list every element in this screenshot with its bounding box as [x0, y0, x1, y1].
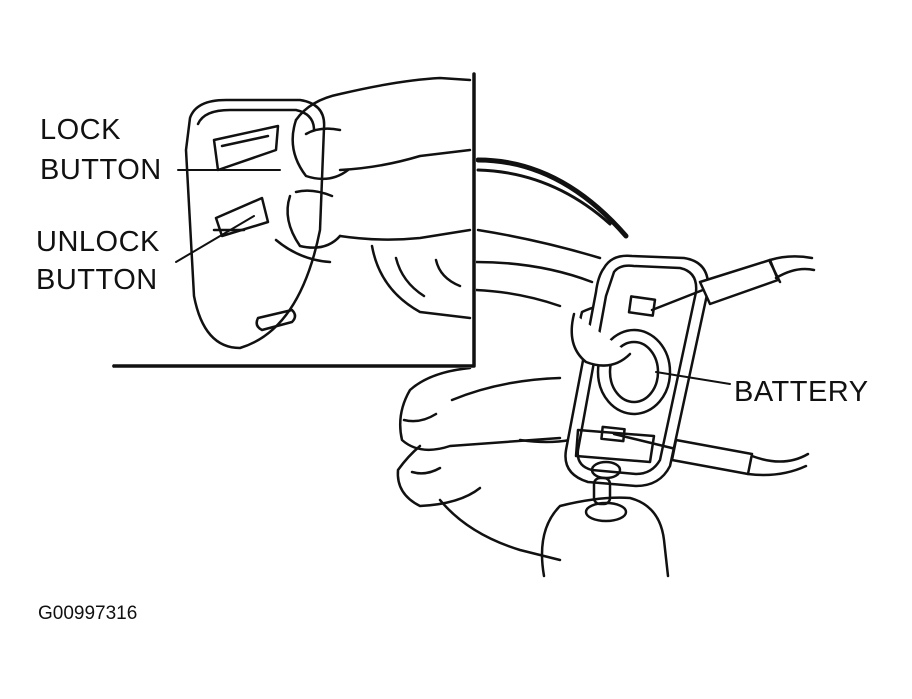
unlock-label-line1: UNLOCK: [36, 226, 160, 258]
battery-leader-line: [656, 372, 730, 384]
unlock-leader-line: [176, 216, 254, 262]
open-fob-case: [565, 256, 708, 486]
key-ring-tag: [542, 462, 668, 576]
closed-fob: [186, 100, 324, 348]
figure-id-caption: G00997316: [38, 603, 138, 624]
inset-fingers: [276, 78, 470, 318]
test-probe-lower: [614, 434, 808, 475]
leader-lines: [176, 170, 730, 384]
test-probe-upper: [652, 256, 814, 310]
unlock-label-line2: BUTTON: [36, 264, 158, 296]
lock-button-shape: [214, 126, 278, 170]
lock-label-line1: LOCK: [40, 114, 121, 146]
lock-label-line2: BUTTON: [40, 154, 162, 186]
battery-label: BATTERY: [734, 376, 869, 408]
